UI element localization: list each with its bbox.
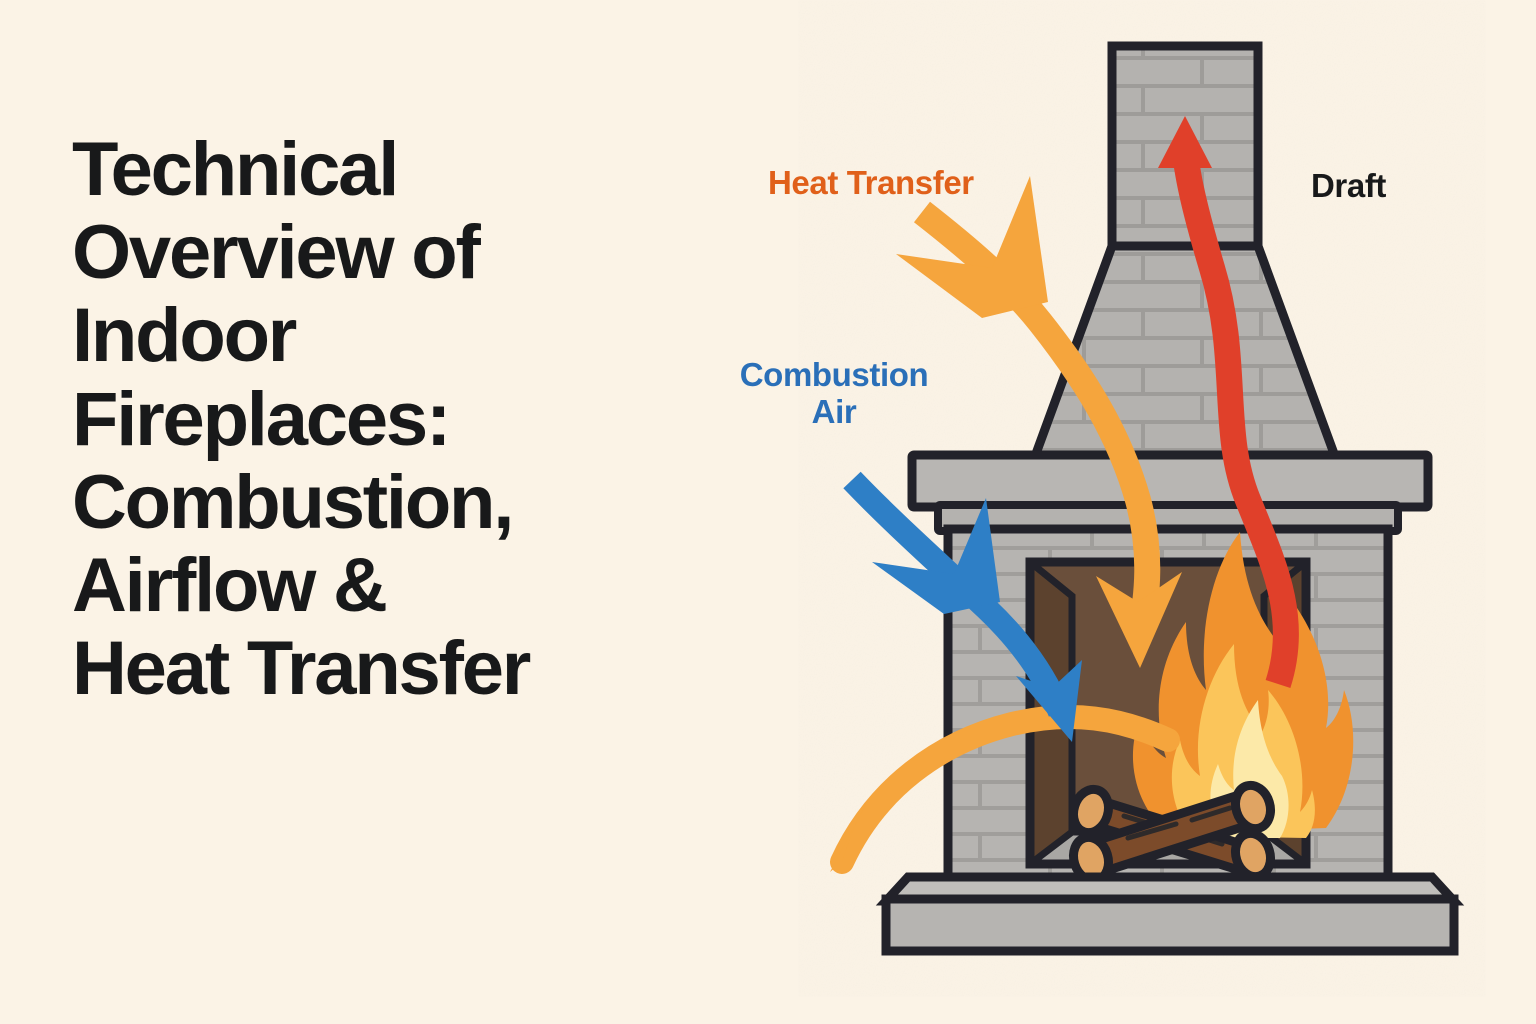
label-draft: Draft: [1311, 167, 1387, 204]
heat-transfer-arrow-lower: [830, 705, 1180, 874]
combustion-air-arrow: [843, 471, 1082, 742]
heat-transfer-arrow-upper: [896, 176, 1182, 668]
label-heat-transfer: Heat Transfer: [768, 164, 974, 201]
title-block: Technical Overview of Indoor Fireplaces:…: [72, 128, 692, 711]
label-combustion-air: Combustion Air: [739, 356, 929, 431]
fireplace-diagram: [700, 0, 1536, 1024]
draft-arrow: [1158, 116, 1299, 688]
page-title: Technical Overview of Indoor Fireplaces:…: [72, 127, 531, 712]
